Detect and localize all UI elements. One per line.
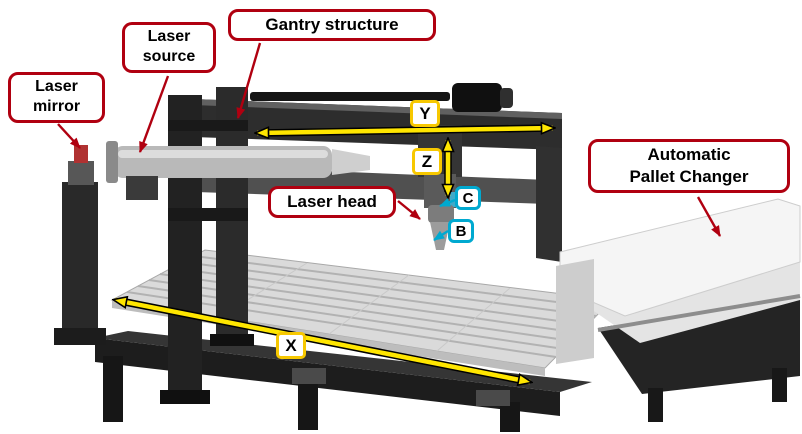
laser-mirror-art <box>54 145 106 345</box>
rotary-axis-arrows <box>433 198 456 242</box>
callout-pallet-changer-line2: Pallet Changer <box>629 166 749 186</box>
callout-gantry-structure-text: Gantry structure <box>265 15 399 34</box>
callout-laser-head-text: Laser head <box>287 192 377 211</box>
b-axis-arrow <box>433 229 449 242</box>
axis-label-b: B <box>448 219 474 243</box>
callout-laser-source-line1: Laser <box>147 28 191 45</box>
laser-source-art <box>106 141 370 200</box>
axis-label-z: Z <box>412 148 442 175</box>
axis-label-y-text: Y <box>419 103 431 123</box>
axis-arrows <box>115 128 553 382</box>
axis-label-c-text: C <box>462 189 474 207</box>
callout-laser-mirror: Laser mirror <box>8 72 105 123</box>
callout-pallet-changer-line1: Automatic <box>647 145 731 164</box>
axis-label-y: Y <box>410 100 440 127</box>
c-axis-arrow <box>439 198 456 208</box>
laser-source-leader-arrow <box>138 75 170 153</box>
pallet-changer-leader-arrow <box>696 196 722 237</box>
axis-label-x: X <box>276 332 306 359</box>
gantry-structure-leader-arrow <box>236 42 262 119</box>
callout-laser-source-line2: source <box>142 48 196 66</box>
axis-label-c: C <box>455 186 481 210</box>
x-axis-arrow <box>115 300 530 382</box>
y-axis-arrow <box>257 128 553 133</box>
laser-head-leader-arrow <box>397 200 421 220</box>
callout-laser-mirror-line2: mirror <box>32 98 81 116</box>
leader-arrows <box>57 42 722 237</box>
pallet-changer-art <box>556 198 801 422</box>
axis-label-x-text: X <box>285 335 297 355</box>
callout-laser-source: Laser source <box>122 22 216 73</box>
callout-laser-head: Laser head <box>268 186 396 218</box>
callout-laser-mirror-line1: Laser <box>35 78 78 95</box>
axis-label-z-text: Z <box>421 151 433 171</box>
callout-pallet-changer: Automatic Pallet Changer <box>588 139 790 193</box>
callout-gantry-structure: Gantry structure <box>228 9 436 41</box>
laser-mirror-leader-arrow <box>57 123 81 149</box>
axis-label-b-text: B <box>455 222 467 240</box>
